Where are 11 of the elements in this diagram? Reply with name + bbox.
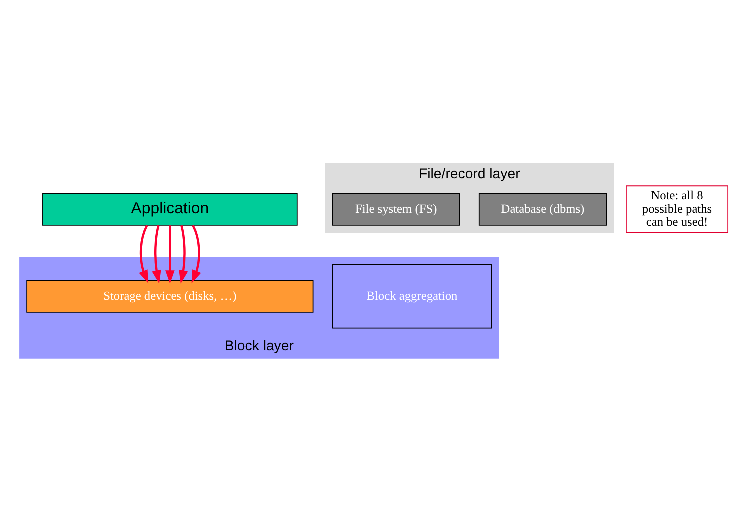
arrow: [166, 225, 175, 284]
arrow: [179, 224, 188, 284]
node-box: File system (FS): [332, 192, 460, 226]
node-box: Note: all 8 possible paths can be used!: [626, 185, 729, 233]
node-box: Application: [42, 192, 298, 226]
arrow: [152, 224, 162, 284]
node-box: Block aggregation: [332, 264, 492, 328]
node-box: Storage devices (disks, …): [26, 280, 314, 312]
arrow: [139, 224, 149, 284]
arrow: [192, 224, 202, 284]
node-box: Database (dbms): [478, 192, 608, 226]
